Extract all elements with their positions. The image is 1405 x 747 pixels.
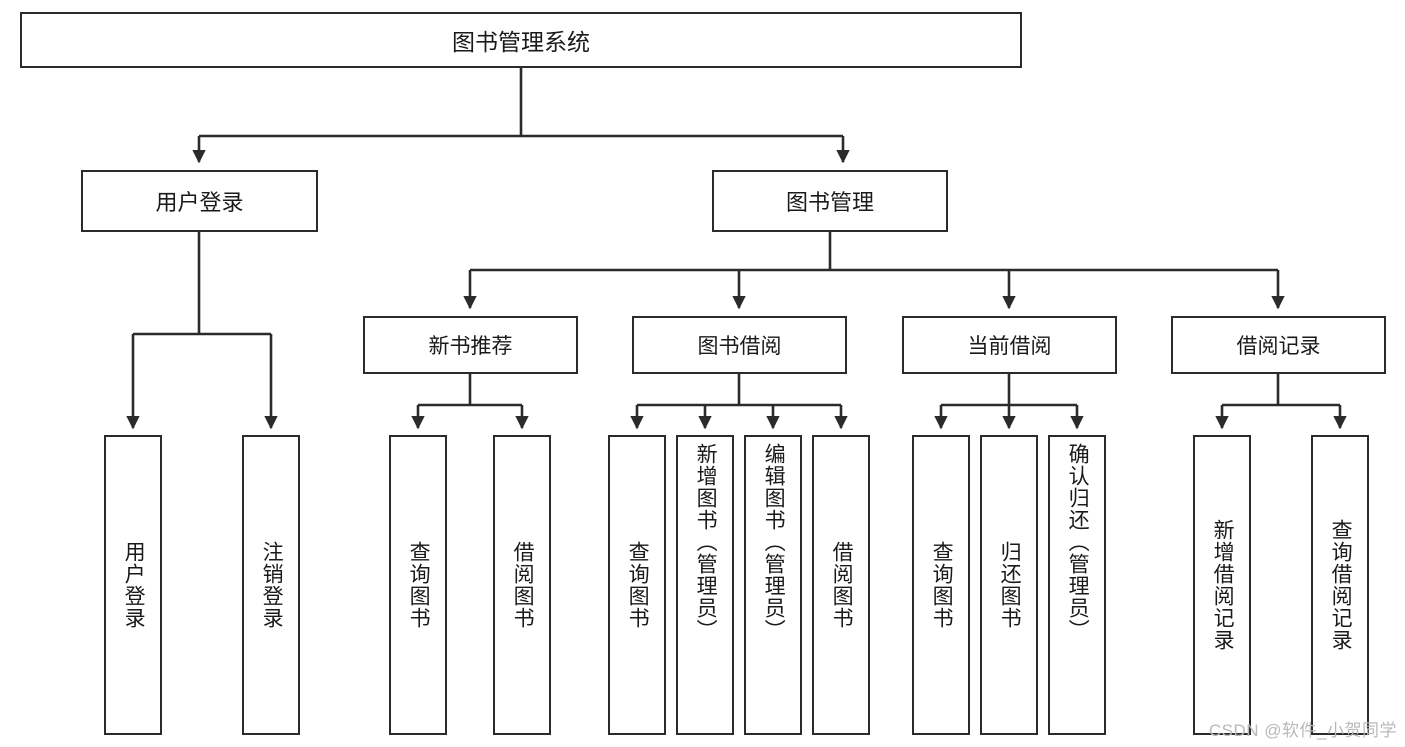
leaf-query-book-borrow[interactable]: 查询图书 xyxy=(608,435,666,735)
leaf-edit-book-admin[interactable]: 编辑图书（管理员） xyxy=(744,435,802,735)
node-root[interactable]: 图书管理系统 xyxy=(20,12,1022,68)
watermark-text: CSDN @软件_小贺同学 xyxy=(1208,721,1397,740)
leaf-query-borrow-record[interactable]: 查询借阅记录 xyxy=(1311,435,1369,735)
leaf-return-book[interactable]: 归还图书 xyxy=(980,435,1038,735)
leaf-borrow-book-recommend[interactable]: 借阅图书 xyxy=(493,435,551,735)
leaf-query-book-recommend[interactable]: 查询图书 xyxy=(389,435,447,735)
node-new-book-recommend[interactable]: 新书推荐 xyxy=(363,316,578,374)
leaf-borrow-book[interactable]: 借阅图书 xyxy=(812,435,870,735)
leaf-add-borrow-record[interactable]: 新增借阅记录 xyxy=(1193,435,1251,735)
leaf-add-book-admin[interactable]: 新增图书（管理员） xyxy=(676,435,734,735)
leaf-query-book-current[interactable]: 查询图书 xyxy=(912,435,970,735)
node-current-borrow[interactable]: 当前借阅 xyxy=(902,316,1117,374)
leaf-user-login[interactable]: 用户登录 xyxy=(104,435,162,735)
leaf-logout-login[interactable]: 注销登录 xyxy=(242,435,300,735)
leaf-confirm-return-admin[interactable]: 确认归还（管理员） xyxy=(1048,435,1106,735)
node-book-management[interactable]: 图书管理 xyxy=(712,170,948,232)
node-book-borrow[interactable]: 图书借阅 xyxy=(632,316,847,374)
node-user-login[interactable]: 用户登录 xyxy=(81,170,318,232)
node-borrow-record[interactable]: 借阅记录 xyxy=(1171,316,1386,374)
